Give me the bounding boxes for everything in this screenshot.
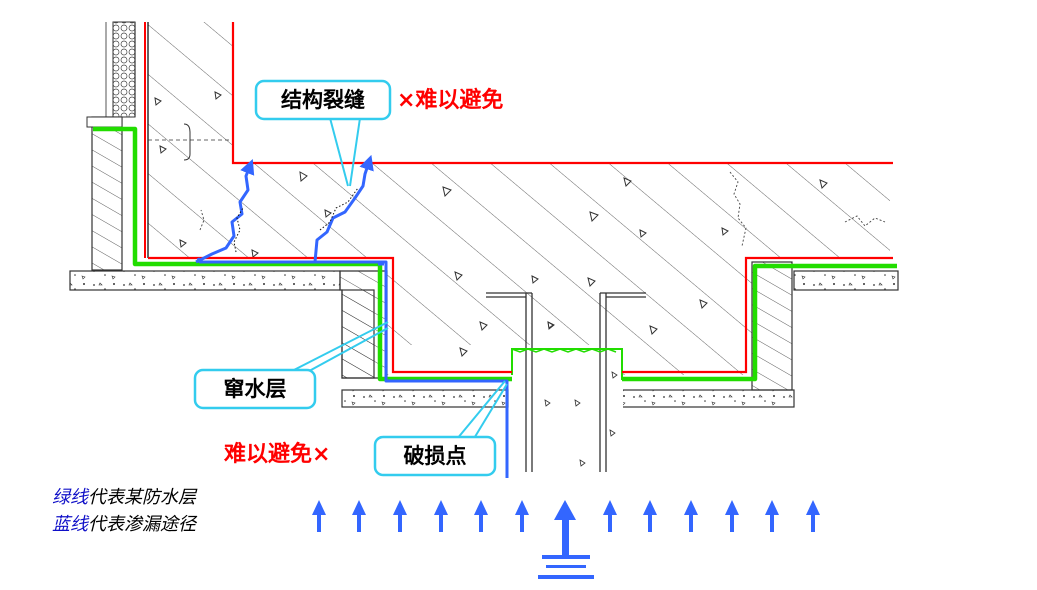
up-arrow-icon (603, 500, 617, 532)
damage-point-label: 破损点 (404, 444, 467, 468)
legend-line-1: 绿线代表某防水层 (52, 487, 198, 508)
legend: 绿线代表某防水层 蓝线代表渗漏途径 (52, 487, 198, 535)
up-arrow-icon (434, 500, 448, 532)
up-arrow-icon (765, 500, 779, 532)
structure-outline-right (622, 256, 893, 374)
up-arrow-icon (393, 500, 407, 532)
base-slab (69, 261, 899, 408)
legend-key-green: 绿线 (52, 487, 90, 508)
legend-text-green: 代表某防水层 (88, 487, 198, 508)
sump-pit (486, 292, 646, 472)
up-arrow-icon (474, 500, 488, 532)
legend-text-blue: 代表渗漏途径 (88, 514, 198, 535)
up-arrow-icon (643, 500, 657, 532)
crack-label: 结构裂缝 (281, 88, 365, 112)
up-arrow-icon (352, 500, 366, 532)
damage-note: 难以避免× (223, 441, 330, 467)
callout-leaders (289, 117, 508, 446)
left-wall-insulation (86, 21, 136, 271)
waterproof-layer-right (622, 263, 897, 382)
up-arrow-icon (515, 500, 529, 532)
ground-symbol-icon (538, 500, 594, 579)
concrete-structure (147, 22, 890, 378)
structure-outline-lower (148, 256, 512, 374)
legend-key-blue: 蓝线 (52, 514, 90, 535)
up-arrow-icon (806, 500, 820, 532)
callout-crack: 结构裂缝 (254, 79, 392, 121)
up-arrow-icon (684, 500, 698, 532)
crack-note: ×难以避免 (397, 87, 503, 113)
callout-damage-point: 破损点 (373, 435, 497, 477)
structure-outline (231, 22, 893, 165)
water-channel-label: 窜水层 (224, 377, 287, 401)
callout-water-channel: 窜水层 (193, 368, 317, 410)
up-arrow-icon (312, 500, 326, 532)
up-arrow-icon (725, 500, 739, 532)
water-pressure-arrows (312, 500, 820, 532)
waterproof-layer-left (93, 126, 512, 382)
legend-line-2: 蓝线代表渗漏途径 (52, 514, 198, 535)
